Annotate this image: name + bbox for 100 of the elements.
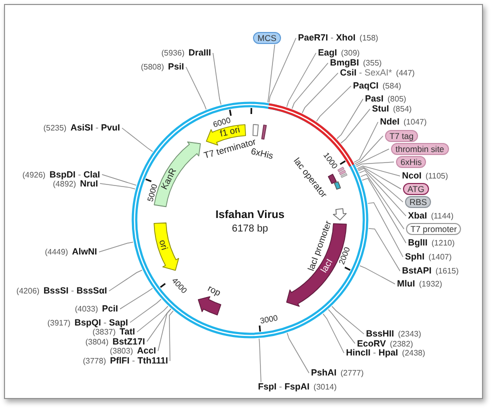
- enzyme-name: TatI: [120, 328, 135, 336]
- leader-line: [136, 306, 168, 332]
- leader-line: [340, 108, 370, 144]
- site-position: (2777): [340, 368, 364, 378]
- enzyme-name: PaqCI: [353, 82, 379, 90]
- leader-line: [367, 202, 404, 258]
- enzyme-name: AccI: [136, 346, 156, 356]
- enzyme-name: BssHII: [366, 330, 394, 338]
- leader-line: [358, 168, 404, 202]
- leader-line: [357, 166, 402, 190]
- leader-line: [212, 52, 222, 105]
- site-position: (805): [388, 94, 406, 104]
- enzyme-name: NruI: [80, 179, 98, 188]
- site-position: (3014): [314, 382, 337, 392]
- leader-line: [302, 72, 338, 114]
- leader-line: [354, 122, 378, 163]
- site-position: (3803): [110, 346, 133, 356]
- leader-line: [359, 265, 396, 284]
- leader-line: [158, 308, 172, 352]
- enzyme-name: EcoRV: [357, 339, 386, 348]
- site-position: (4926): [22, 170, 46, 179]
- site-position: (4206): [16, 286, 40, 296]
- leader-line: [120, 288, 153, 310]
- plasmid-name: Isfahan Virus: [216, 209, 284, 221]
- leader-line: [268, 38, 296, 103]
- leader-line: [356, 162, 394, 168]
- site-position: (4449): [44, 248, 68, 256]
- site-position: (309): [341, 48, 360, 58]
- site-position: (2438): [402, 348, 426, 358]
- leader-line: [355, 148, 390, 166]
- leader-line: [356, 166, 400, 176]
- feature-label: rop: [206, 284, 222, 298]
- feature-tag: ATG: [403, 183, 429, 195]
- enzyme-name: NcoI: [402, 172, 422, 180]
- enzyme-name: XbaI: [408, 212, 428, 220]
- feature-label: KanR: [160, 166, 178, 191]
- site-position: (5808): [140, 62, 164, 72]
- site-position: (447): [396, 68, 415, 78]
- leader-line: [186, 66, 207, 110]
- feature-label: lacI: [320, 258, 335, 275]
- enzyme-name: MluI: [397, 280, 415, 288]
- site-position: (2343): [398, 330, 422, 338]
- enzyme-name: AsiSI - PvuI: [70, 124, 120, 132]
- enzyme-name: BspDI - ClaI: [49, 170, 100, 179]
- leader-line: [102, 174, 137, 186]
- enzyme-name: DraIII: [188, 48, 211, 58]
- leader-line: [258, 338, 262, 382]
- leader-line: [168, 310, 174, 362]
- feature-tag: RBS: [405, 196, 432, 208]
- plasmid-size: 6178 bp: [232, 224, 268, 234]
- site-position: (5936): [161, 48, 184, 58]
- leader-line: [336, 98, 364, 140]
- leader-line: [358, 170, 406, 216]
- site-position: (158): [360, 34, 378, 42]
- enzyme-name: AlwNI: [72, 248, 97, 256]
- leader-line: [362, 178, 406, 244]
- site-position: (5235): [43, 124, 66, 132]
- leader-line: [100, 183, 136, 190]
- feature-tag: MCS: [253, 32, 281, 44]
- leader-line: [316, 86, 352, 122]
- enzyme-name: BstAPI: [402, 266, 432, 276]
- leader-line: [332, 306, 364, 334]
- enzyme-name: PflFI - Tth111I: [110, 356, 168, 366]
- site-position: (1932): [419, 280, 442, 288]
- site-position: (4892): [52, 179, 76, 188]
- scale-label: 2000: [338, 246, 352, 266]
- leader-line: [146, 308, 172, 342]
- enzyme-name: BmgBI: [330, 58, 359, 68]
- scale-label: 5000: [146, 183, 159, 203]
- enzyme-name: EagI: [318, 48, 338, 58]
- site-position: (1144): [431, 212, 454, 220]
- feature-tag: 6xHis: [396, 156, 426, 168]
- leader-line: [108, 270, 142, 292]
- leader-line: [328, 309, 356, 344]
- leader-line: [286, 332, 310, 374]
- enzyme-name: NdeI: [380, 118, 400, 126]
- site-position: (854): [393, 104, 412, 114]
- leader-line: [360, 174, 404, 230]
- site-position: (3837): [92, 328, 116, 336]
- site-position: (1407): [428, 252, 452, 262]
- scale-label: 3000: [260, 314, 279, 326]
- enzyme-name: BstZ17I: [112, 337, 145, 346]
- site-position: (2382): [390, 339, 413, 348]
- feature-label: ori: [158, 238, 170, 251]
- site-position: (1105): [426, 172, 448, 180]
- enzyme-name: HincII - HpaI: [346, 348, 398, 358]
- site-position: (3804): [85, 337, 108, 346]
- leader-line: [322, 314, 344, 354]
- site-position: (1047): [404, 118, 427, 126]
- leader-line: [292, 62, 328, 110]
- enzyme-name: BspQI - SapI: [74, 318, 128, 327]
- enzyme-name: PshAI: [311, 368, 337, 378]
- enzyme-name: PciI: [102, 304, 118, 314]
- site-position: (1210): [432, 238, 455, 248]
- leader-line: [267, 44, 276, 103]
- site-position: (1615): [436, 266, 459, 276]
- leader-line: [354, 136, 384, 164]
- enzyme-name: CsiI - SexAI*: [340, 68, 392, 78]
- enzyme-name: PaeR7I - XhoI: [298, 34, 356, 42]
- enzyme-name: FspI - FspAI: [258, 382, 310, 392]
